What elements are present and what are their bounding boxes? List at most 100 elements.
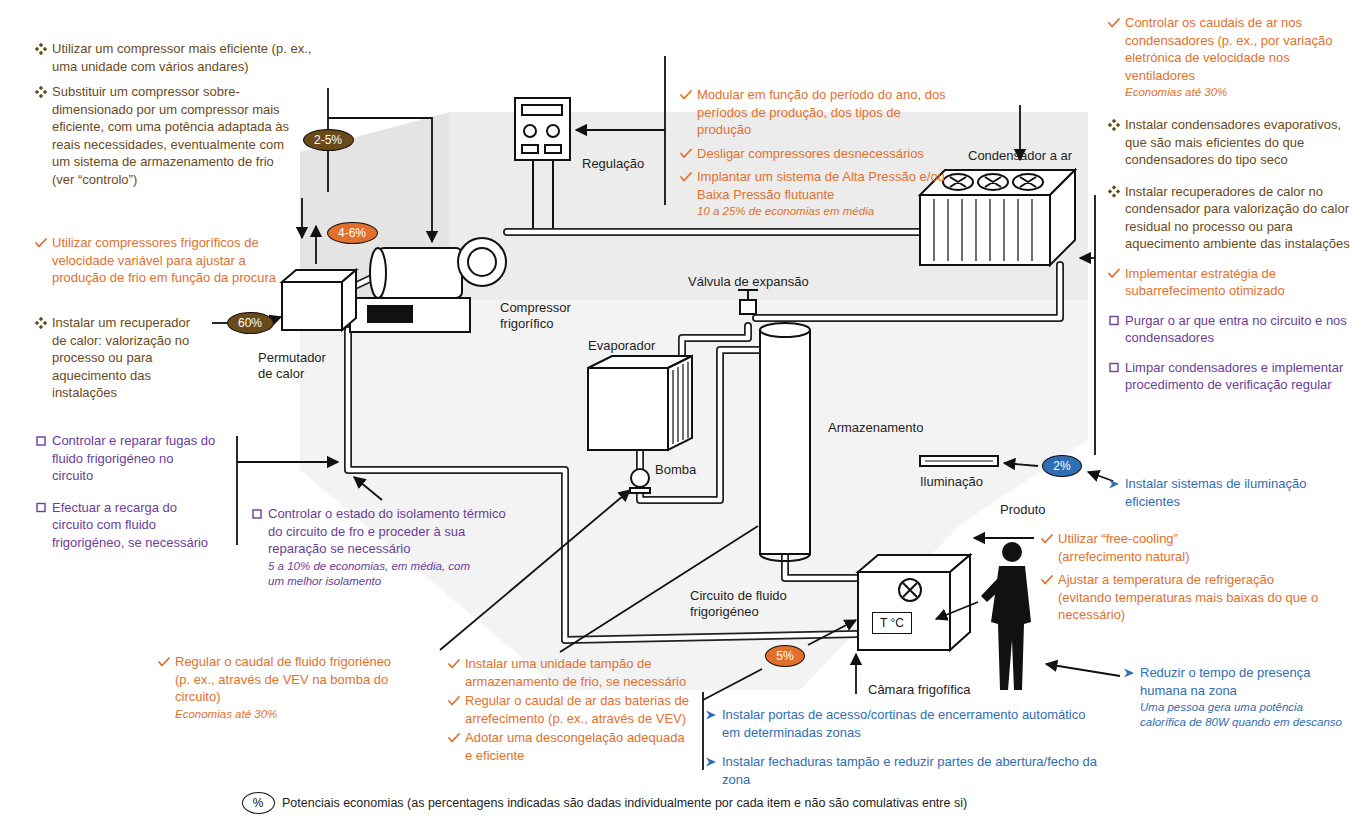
bullet-arrow xyxy=(1109,480,1119,489)
measure-text: Purgar o ar que entra no circuito e nos … xyxy=(1125,312,1353,347)
tank-top xyxy=(760,323,810,337)
leader-arrow xyxy=(1004,463,1038,466)
bullet-diamond xyxy=(1112,193,1116,197)
leader-line xyxy=(703,669,762,700)
leader-arrow xyxy=(301,198,303,238)
condenser-front xyxy=(920,195,1050,265)
bullet-arrow xyxy=(706,711,716,720)
condenser-side xyxy=(1050,170,1075,265)
measure-text: Instalar portas de acesso/cortinas de en… xyxy=(722,706,1102,741)
pipe xyxy=(348,330,858,640)
light-tube xyxy=(925,460,993,461)
part-label: Evaporador xyxy=(588,338,655,354)
bullet-diamond xyxy=(1116,189,1120,193)
panel-knob xyxy=(524,125,536,137)
evaporator-side xyxy=(668,356,692,450)
part-label: Circuito de fluido frigorigéneo xyxy=(690,588,820,620)
leader-arrow xyxy=(855,654,857,694)
bullet-square xyxy=(1110,364,1118,372)
panel-stand xyxy=(532,160,534,228)
bullet-check xyxy=(449,660,459,668)
bullet-diamond xyxy=(39,94,43,98)
bullet-diamond xyxy=(39,86,43,90)
bullet-diamond xyxy=(35,90,39,94)
measure-text: Regular o caudal de ar das baterias de a… xyxy=(465,692,693,727)
heat-exchanger-side xyxy=(342,270,356,330)
bullet-diamond xyxy=(1112,119,1116,123)
part-label: Bomba xyxy=(655,462,696,478)
bullet-check xyxy=(1109,19,1119,27)
part-label: Regulação xyxy=(582,156,644,172)
expansion-valve xyxy=(740,300,756,314)
legend-text: Potenciais economias (as percentagens in… xyxy=(282,796,967,811)
savings-badge: 60% xyxy=(227,312,274,334)
bullet-diamond xyxy=(1116,123,1120,127)
measure-text: Regular o caudal de fluido frigoriéneo (… xyxy=(175,653,400,706)
bullet-check xyxy=(681,150,691,158)
bullet-diamond xyxy=(39,325,43,329)
bullet-square xyxy=(37,504,45,512)
bullet-diamond xyxy=(1108,123,1112,127)
part-label: Válvula de expansão xyxy=(688,274,809,290)
panel-display xyxy=(522,105,562,115)
measure-text: Instalar recuperadores de calor no conde… xyxy=(1125,183,1353,253)
cold-chamber xyxy=(858,572,950,650)
bullet-diamond xyxy=(43,321,47,325)
bullet-check xyxy=(1042,535,1052,543)
savings-badge: 2-5% xyxy=(303,129,354,151)
pipe-core xyxy=(348,330,858,640)
bullet-check xyxy=(36,239,46,247)
chamber-fan xyxy=(899,579,921,601)
pipe-core xyxy=(638,452,643,469)
leader-arrow xyxy=(936,602,978,619)
leader-line xyxy=(212,322,228,324)
evaporator xyxy=(588,368,668,450)
bullet-diamond xyxy=(39,317,43,321)
badge-text: 5% xyxy=(776,649,793,663)
tank-bottom xyxy=(760,554,810,561)
badge-text: 60% xyxy=(238,316,262,330)
pipe xyxy=(507,228,920,236)
part-label: Condensador a ar xyxy=(968,148,1072,164)
part-label: Câmara frigofífica xyxy=(868,682,971,698)
measure-text: Instalar condensadores evaporativos, que… xyxy=(1125,116,1353,169)
pipe xyxy=(636,452,644,469)
bullet-diamond xyxy=(39,51,43,55)
bullet-diamond xyxy=(1108,189,1112,193)
leader-arrow xyxy=(354,477,382,500)
fan-blades xyxy=(950,177,1036,187)
bracket-line xyxy=(702,692,704,770)
compressor-head xyxy=(458,238,506,286)
note-text: Economias até 30% xyxy=(1125,85,1353,100)
measure-text: Efectuar a recarga do circuito com fluid… xyxy=(52,499,217,552)
evaporator-fins xyxy=(673,362,688,444)
part-label: Compressor frigorífico xyxy=(500,300,595,332)
measure-text: Instalar fechaduras tampão e reduzir par… xyxy=(722,753,1102,788)
bullet-square xyxy=(253,510,261,518)
measure-text: Ajustar a temperatura de refrigeração (e… xyxy=(1058,571,1328,624)
measure-text: Implementar estratégia de subarrefecimen… xyxy=(1125,265,1353,300)
heat-exchanger xyxy=(282,282,342,330)
badge-text: % xyxy=(253,796,264,810)
fan-blades xyxy=(903,583,917,597)
panel-button xyxy=(545,145,561,153)
compressor-end xyxy=(370,248,386,298)
part-label: Armazenamento xyxy=(828,420,923,436)
leader-arrow xyxy=(1046,664,1120,676)
chamber-side xyxy=(950,555,970,650)
badge-text: T °C xyxy=(880,616,904,630)
savings-badge: 4-6% xyxy=(327,222,378,244)
part-label: Permutador de calor xyxy=(258,350,343,382)
note-text: 10 a 25% de economias em média xyxy=(697,204,952,219)
note-text: Uma pessoa gera uma potência calorífica … xyxy=(1140,700,1350,730)
leader-arrow xyxy=(808,620,856,645)
measure-text: Controlar os caudais de ar nos condensad… xyxy=(1125,14,1353,84)
leader-arrow xyxy=(315,226,317,264)
bullet-arrow xyxy=(1124,669,1134,678)
measure-text: Reduzir o tempo de presença humana na zo… xyxy=(1140,664,1350,699)
measure-text: Instalar um recuperador de calor: valori… xyxy=(52,314,207,402)
part-label: Produto xyxy=(1000,502,1046,518)
panel-button xyxy=(522,145,538,153)
room-floor xyxy=(300,300,1088,690)
bullet-square xyxy=(37,437,45,445)
